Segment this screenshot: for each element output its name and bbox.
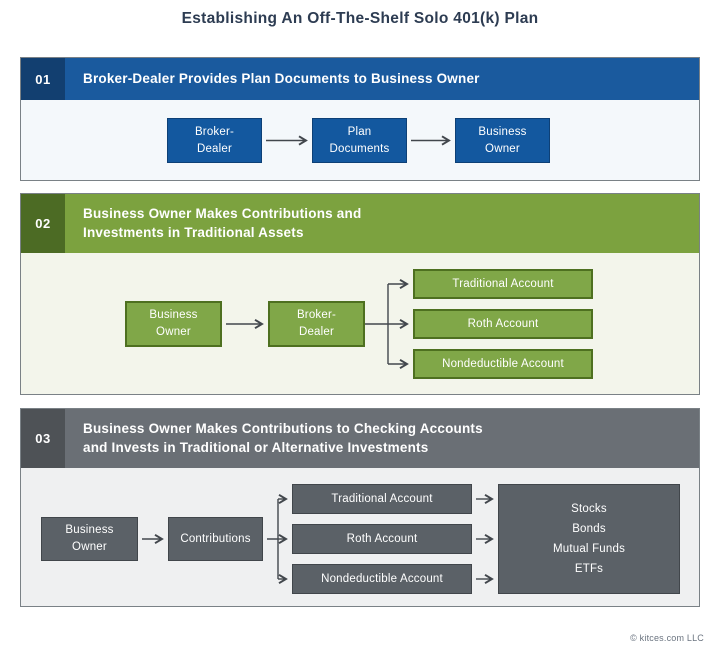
node-business-owner: Business Owner [455, 118, 550, 163]
section-03-header: 03 Business Owner Makes Contributions to… [21, 409, 699, 468]
section-01-number-badge: 01 [21, 58, 65, 100]
node-contributions: Contributions [168, 517, 263, 561]
section-02: 02 Business Owner Makes Contributions an… [20, 193, 700, 395]
page-title: Establishing An Off-The-Shelf Solo 401(k… [181, 10, 539, 27]
node-business-owner: Business Owner [125, 301, 222, 347]
section-03-body: Business Owner Contributions Traditional… [21, 468, 699, 606]
node-broker-dealer: Broker- Dealer [268, 301, 365, 347]
section-01-body: Broker- Dealer Plan Documents Business O… [21, 100, 699, 180]
node-plan-documents: Plan Documents [312, 118, 407, 163]
node-roth-account: Roth Account [413, 309, 593, 339]
section-02-number-badge: 02 [21, 194, 65, 253]
section-01-header: 01 Broker-Dealer Provides Plan Documents… [21, 58, 699, 100]
section-02-title: Business Owner Makes Contributions and I… [83, 205, 362, 240]
section-03-number-badge: 03 [21, 409, 65, 468]
node-nondeductible-account: Nondeductible Account [292, 564, 472, 594]
section-03-title: Business Owner Makes Contributions to Ch… [83, 420, 483, 455]
section-02-header: 02 Business Owner Makes Contributions an… [21, 194, 699, 253]
section-03: 03 Business Owner Makes Contributions to… [20, 408, 700, 607]
section-01: 01 Broker-Dealer Provides Plan Documents… [20, 57, 700, 181]
node-traditional-account: Traditional Account [413, 269, 593, 299]
node-investment-options: Stocks Bonds Mutual Funds ETFs [498, 484, 680, 594]
node-broker-dealer: Broker- Dealer [167, 118, 262, 163]
node-nondeductible-account: Nondeductible Account [413, 349, 593, 379]
node-roth-account: Roth Account [292, 524, 472, 554]
node-traditional-account: Traditional Account [292, 484, 472, 514]
node-business-owner: Business Owner [41, 517, 138, 561]
copyright-text: © kitces.com LLC [630, 633, 704, 643]
section-02-body: Business Owner Broker- Dealer Traditiona… [21, 253, 699, 394]
section-01-title: Broker-Dealer Provides Plan Documents to… [83, 70, 480, 86]
